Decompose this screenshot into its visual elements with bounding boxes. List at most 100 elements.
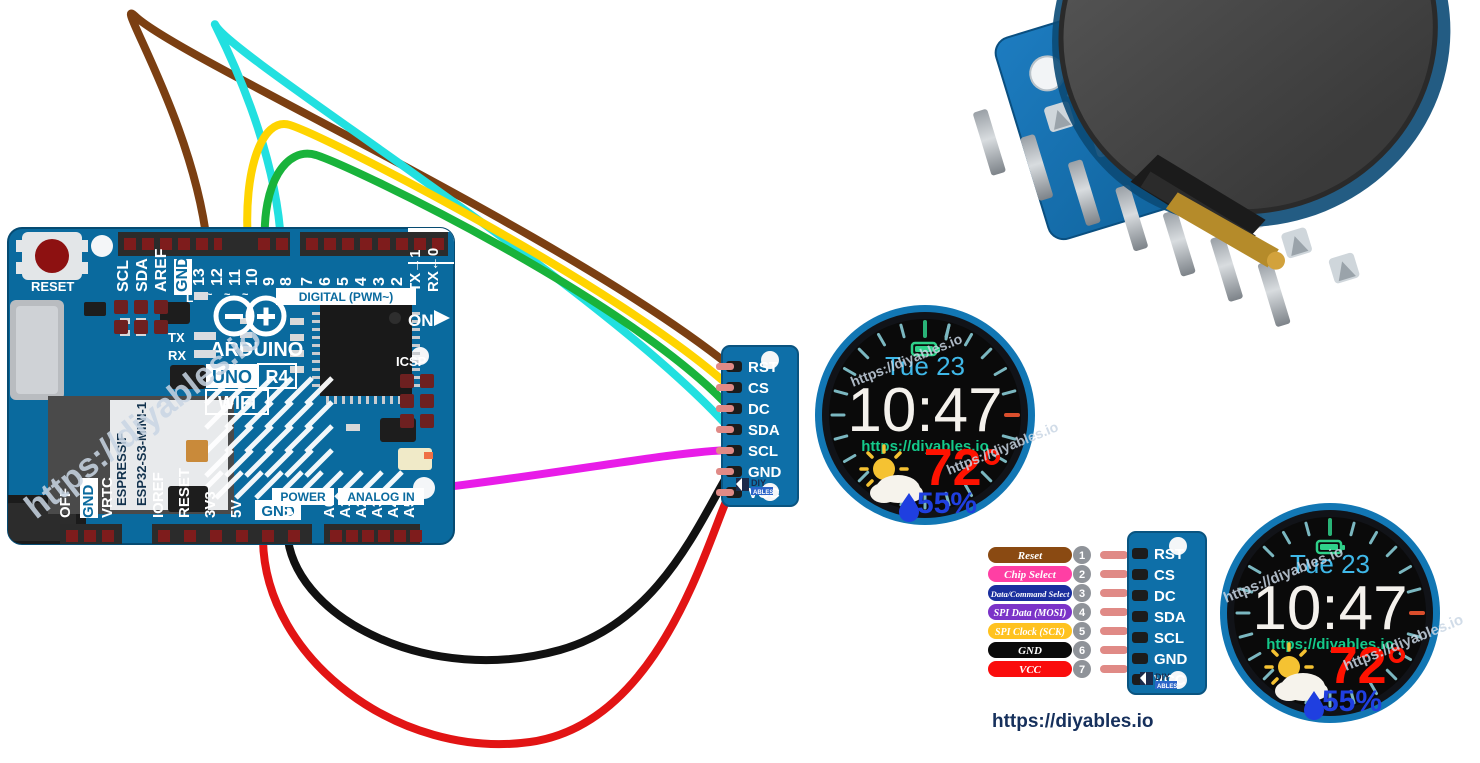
svg-text:~: ~ [242, 289, 249, 301]
svg-text:11: 11 [227, 269, 244, 286]
watchface-humidity-bottom: 55% [1322, 685, 1382, 718]
watchface-temperature-bottom: 72° [1329, 637, 1408, 695]
svg-text:6: 6 [317, 277, 334, 286]
svg-text:DIY: DIY [1155, 672, 1170, 682]
svg-text:4: 4 [353, 277, 370, 286]
svg-text:VRTC: VRTC [99, 477, 116, 518]
svg-text:ABLES: ABLES [753, 490, 773, 496]
svg-text:7: 7 [299, 277, 316, 286]
svg-text:RST: RST [748, 359, 778, 376]
watchface-date: Tue 23 [885, 351, 965, 381]
board-revision: R4 [265, 367, 288, 387]
svg-text:3: 3 [1079, 588, 1085, 600]
svg-text:SCL: SCL [1154, 630, 1184, 647]
l-label: L [186, 291, 193, 305]
diyables-logo-icon: DIY ABLES [736, 478, 773, 496]
svg-text:5V: 5V [228, 500, 245, 518]
svg-text:DC: DC [748, 401, 770, 418]
svg-text:DIY: DIY [751, 478, 766, 488]
svg-text:SDA: SDA [748, 422, 780, 439]
svg-text:Chip Select: Chip Select [1004, 569, 1057, 581]
power-group-label: POWER [280, 490, 326, 504]
svg-text:IOREF: IOREF [150, 472, 167, 518]
svg-text:1: 1 [1079, 550, 1085, 562]
svg-text:OFF: OFF [57, 488, 74, 518]
svg-text:Data/Command Select: Data/Command Select [990, 589, 1070, 599]
svg-text:GND: GND [261, 503, 295, 520]
svg-text:SCL: SCL [115, 260, 132, 292]
photo-module-header-pins [973, 109, 1291, 327]
svg-text:2: 2 [389, 277, 406, 286]
module-part: ESP32-S3-MINI-1 [134, 402, 149, 506]
svg-text:8: 8 [278, 277, 295, 286]
svg-text:5: 5 [335, 277, 352, 286]
watchface-date-bottom: Tue 23 [1290, 549, 1370, 579]
caption-url: https://diyables.io [992, 711, 1154, 732]
svg-text:SDA: SDA [134, 258, 151, 292]
svg-text:ABLES: ABLES [1157, 684, 1177, 690]
svg-text:13: 13 [191, 268, 208, 286]
wire-spi-clock [210, 20, 734, 433]
wire-reset [126, 9, 734, 370]
svg-text:7: 7 [1079, 664, 1085, 676]
water-droplet-icon-bottom [1304, 691, 1324, 720]
svg-text:4: 4 [1079, 607, 1086, 619]
wire-gnd [284, 467, 734, 665]
svg-text:3V3: 3V3 [202, 491, 219, 518]
board-variant: WIFI [218, 393, 256, 413]
watchface-time: 10:47 [847, 376, 1002, 445]
svg-text:2: 2 [1079, 569, 1085, 581]
watchface-url: https://diyables.io [861, 438, 989, 455]
svg-text:RST: RST [1154, 546, 1184, 563]
svg-text:GND: GND [1154, 651, 1188, 668]
svg-text:VCC: VCC [1019, 664, 1042, 676]
watchface-url-bottom: https://diyables.io [1266, 636, 1394, 653]
reset-label: RESET [31, 279, 74, 294]
board-model: UNO [212, 367, 252, 387]
rx-label: RX [168, 348, 186, 363]
svg-text:GND: GND [80, 485, 97, 519]
svg-text:9: 9 [261, 277, 278, 286]
svg-text:~: ~ [206, 289, 213, 301]
svg-text:CS: CS [748, 380, 769, 397]
svg-text:GND: GND [748, 464, 782, 481]
legend-rows: Reset 1 Chip Select 2 Data/Command Selec… [988, 546, 1091, 678]
svg-text:GND: GND [174, 256, 191, 292]
svg-text:RESET: RESET [176, 468, 193, 518]
svg-text:5: 5 [1079, 626, 1085, 638]
wire-chip-select [243, 120, 734, 391]
water-droplet-icon [899, 493, 919, 522]
diyables-logo-icon-bottom: DIY ABLES [1140, 672, 1177, 690]
svg-text:CS: CS [1154, 567, 1175, 584]
watchface-humidity: 55% [917, 487, 977, 520]
svg-text:SDA: SDA [1154, 609, 1186, 626]
svg-text:~: ~ [224, 289, 231, 301]
svg-text:SPI Clock (SCK): SPI Clock (SCK) [995, 627, 1065, 638]
on-label: ON [408, 311, 434, 330]
icsp-label: ICSP [396, 354, 427, 369]
svg-text:DC: DC [1154, 588, 1176, 605]
digital-group-label: DIGITAL (PWM~) [299, 290, 394, 304]
tx-label: TX [168, 330, 185, 345]
board-brand: ARDUINO [210, 339, 303, 361]
wire-data-command [260, 149, 734, 412]
watchface-time-bottom: 10:47 [1252, 574, 1407, 643]
module-brand: ESPRESSIF [114, 433, 129, 506]
module-pin-list-bottom: RST CS DC SDA SCL GND VCC [1132, 546, 1188, 689]
svg-text:AREF: AREF [153, 248, 170, 292]
svg-text:10: 10 [244, 268, 261, 286]
battery-icon [910, 341, 940, 357]
svg-text:RX←0: RX←0 [425, 248, 442, 292]
svg-text:Reset: Reset [1017, 550, 1043, 562]
svg-text:SPI Data (MOSI): SPI Data (MOSI) [994, 608, 1067, 619]
watchface-temperature: 72° [924, 439, 1003, 497]
